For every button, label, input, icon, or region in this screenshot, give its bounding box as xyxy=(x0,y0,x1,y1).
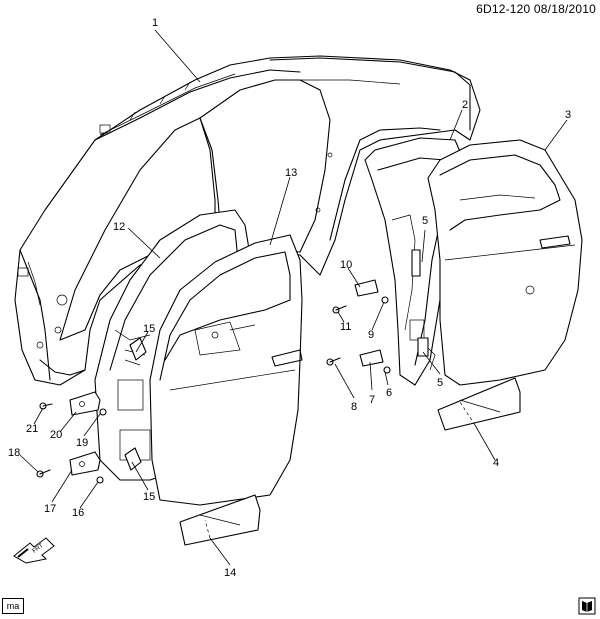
front-lower-hinge xyxy=(69,451,104,484)
callout-15-upper: 15 xyxy=(143,323,155,335)
callout-17: 17 xyxy=(44,503,56,515)
callout-1: 1 xyxy=(152,17,158,29)
rear-lower-hinge xyxy=(326,349,391,374)
rear-checks xyxy=(411,249,429,357)
callout-21: 21 xyxy=(26,423,38,435)
callout-14: 14 xyxy=(224,567,236,579)
callout-7: 7 xyxy=(369,394,375,406)
callout-16: 16 xyxy=(72,507,84,519)
rear-upper-hinge xyxy=(332,279,389,314)
svg-text:FRT: FRT xyxy=(32,543,45,555)
callout-5-lower: 5 xyxy=(437,377,443,389)
body-side-frame xyxy=(14,55,481,386)
front-upper-hinge xyxy=(69,391,107,416)
front-bolts xyxy=(36,402,53,478)
front-door-panel xyxy=(149,234,303,506)
callout-13: 13 xyxy=(285,167,297,179)
callout-2: 2 xyxy=(462,99,468,111)
callout-19: 19 xyxy=(76,437,88,449)
callout-9: 9 xyxy=(368,329,374,341)
front-arrow-icon: FRT xyxy=(13,537,55,564)
front-door-lower-molding xyxy=(179,494,261,546)
callout-4: 4 xyxy=(493,457,499,469)
callout-20: 20 xyxy=(50,429,62,441)
book-icon xyxy=(578,597,596,615)
callout-15-lower: 15 xyxy=(143,491,155,503)
diagram-reference-code: 6D12-120 08/18/2010 xyxy=(476,2,596,16)
callout-6: 6 xyxy=(386,387,392,399)
rear-door-lower-molding xyxy=(437,377,521,431)
callout-10: 10 xyxy=(340,259,352,271)
illustration-tag: ma xyxy=(2,598,24,614)
callout-8: 8 xyxy=(351,401,357,413)
callout-18: 18 xyxy=(8,447,20,459)
callout-3: 3 xyxy=(565,109,571,121)
leader-lines xyxy=(19,29,568,566)
callout-11: 11 xyxy=(340,321,351,333)
rear-door-panel xyxy=(427,139,583,386)
callout-labels: 1 2 3 4 5 5 6 7 8 9 10 11 12 13 14 15 15… xyxy=(8,17,571,579)
callout-5-upper: 5 xyxy=(422,215,428,227)
callout-12: 12 xyxy=(113,221,125,233)
